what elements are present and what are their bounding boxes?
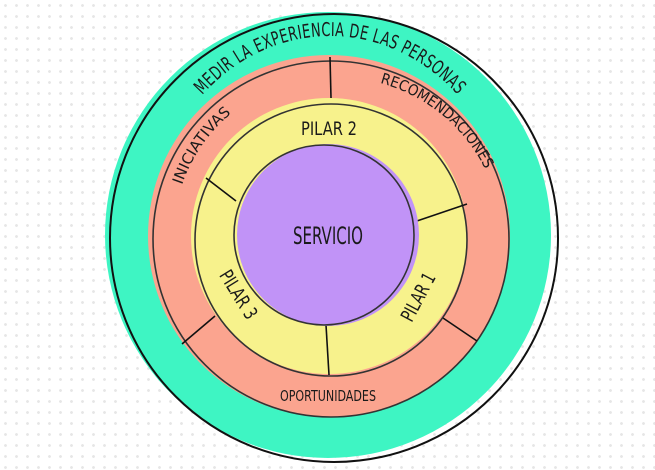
inner-divider (325, 324, 330, 376)
middle-ring-outline (152, 60, 510, 418)
inner-divider (410, 203, 468, 224)
middle-divider (181, 315, 216, 345)
inner-divider (205, 177, 237, 202)
core-label: SERVICIO (293, 222, 363, 250)
segment-label-oportunidades: OPORTUNIDADES (280, 387, 376, 405)
pillar-label-2: PILAR 2 (301, 118, 357, 140)
inner-ring-outline (194, 103, 468, 377)
core-outline (233, 144, 415, 326)
core-circle (237, 144, 419, 326)
outer-ring-outline (109, 13, 559, 463)
middle-divider (329, 56, 332, 99)
middle-divider (442, 317, 478, 342)
